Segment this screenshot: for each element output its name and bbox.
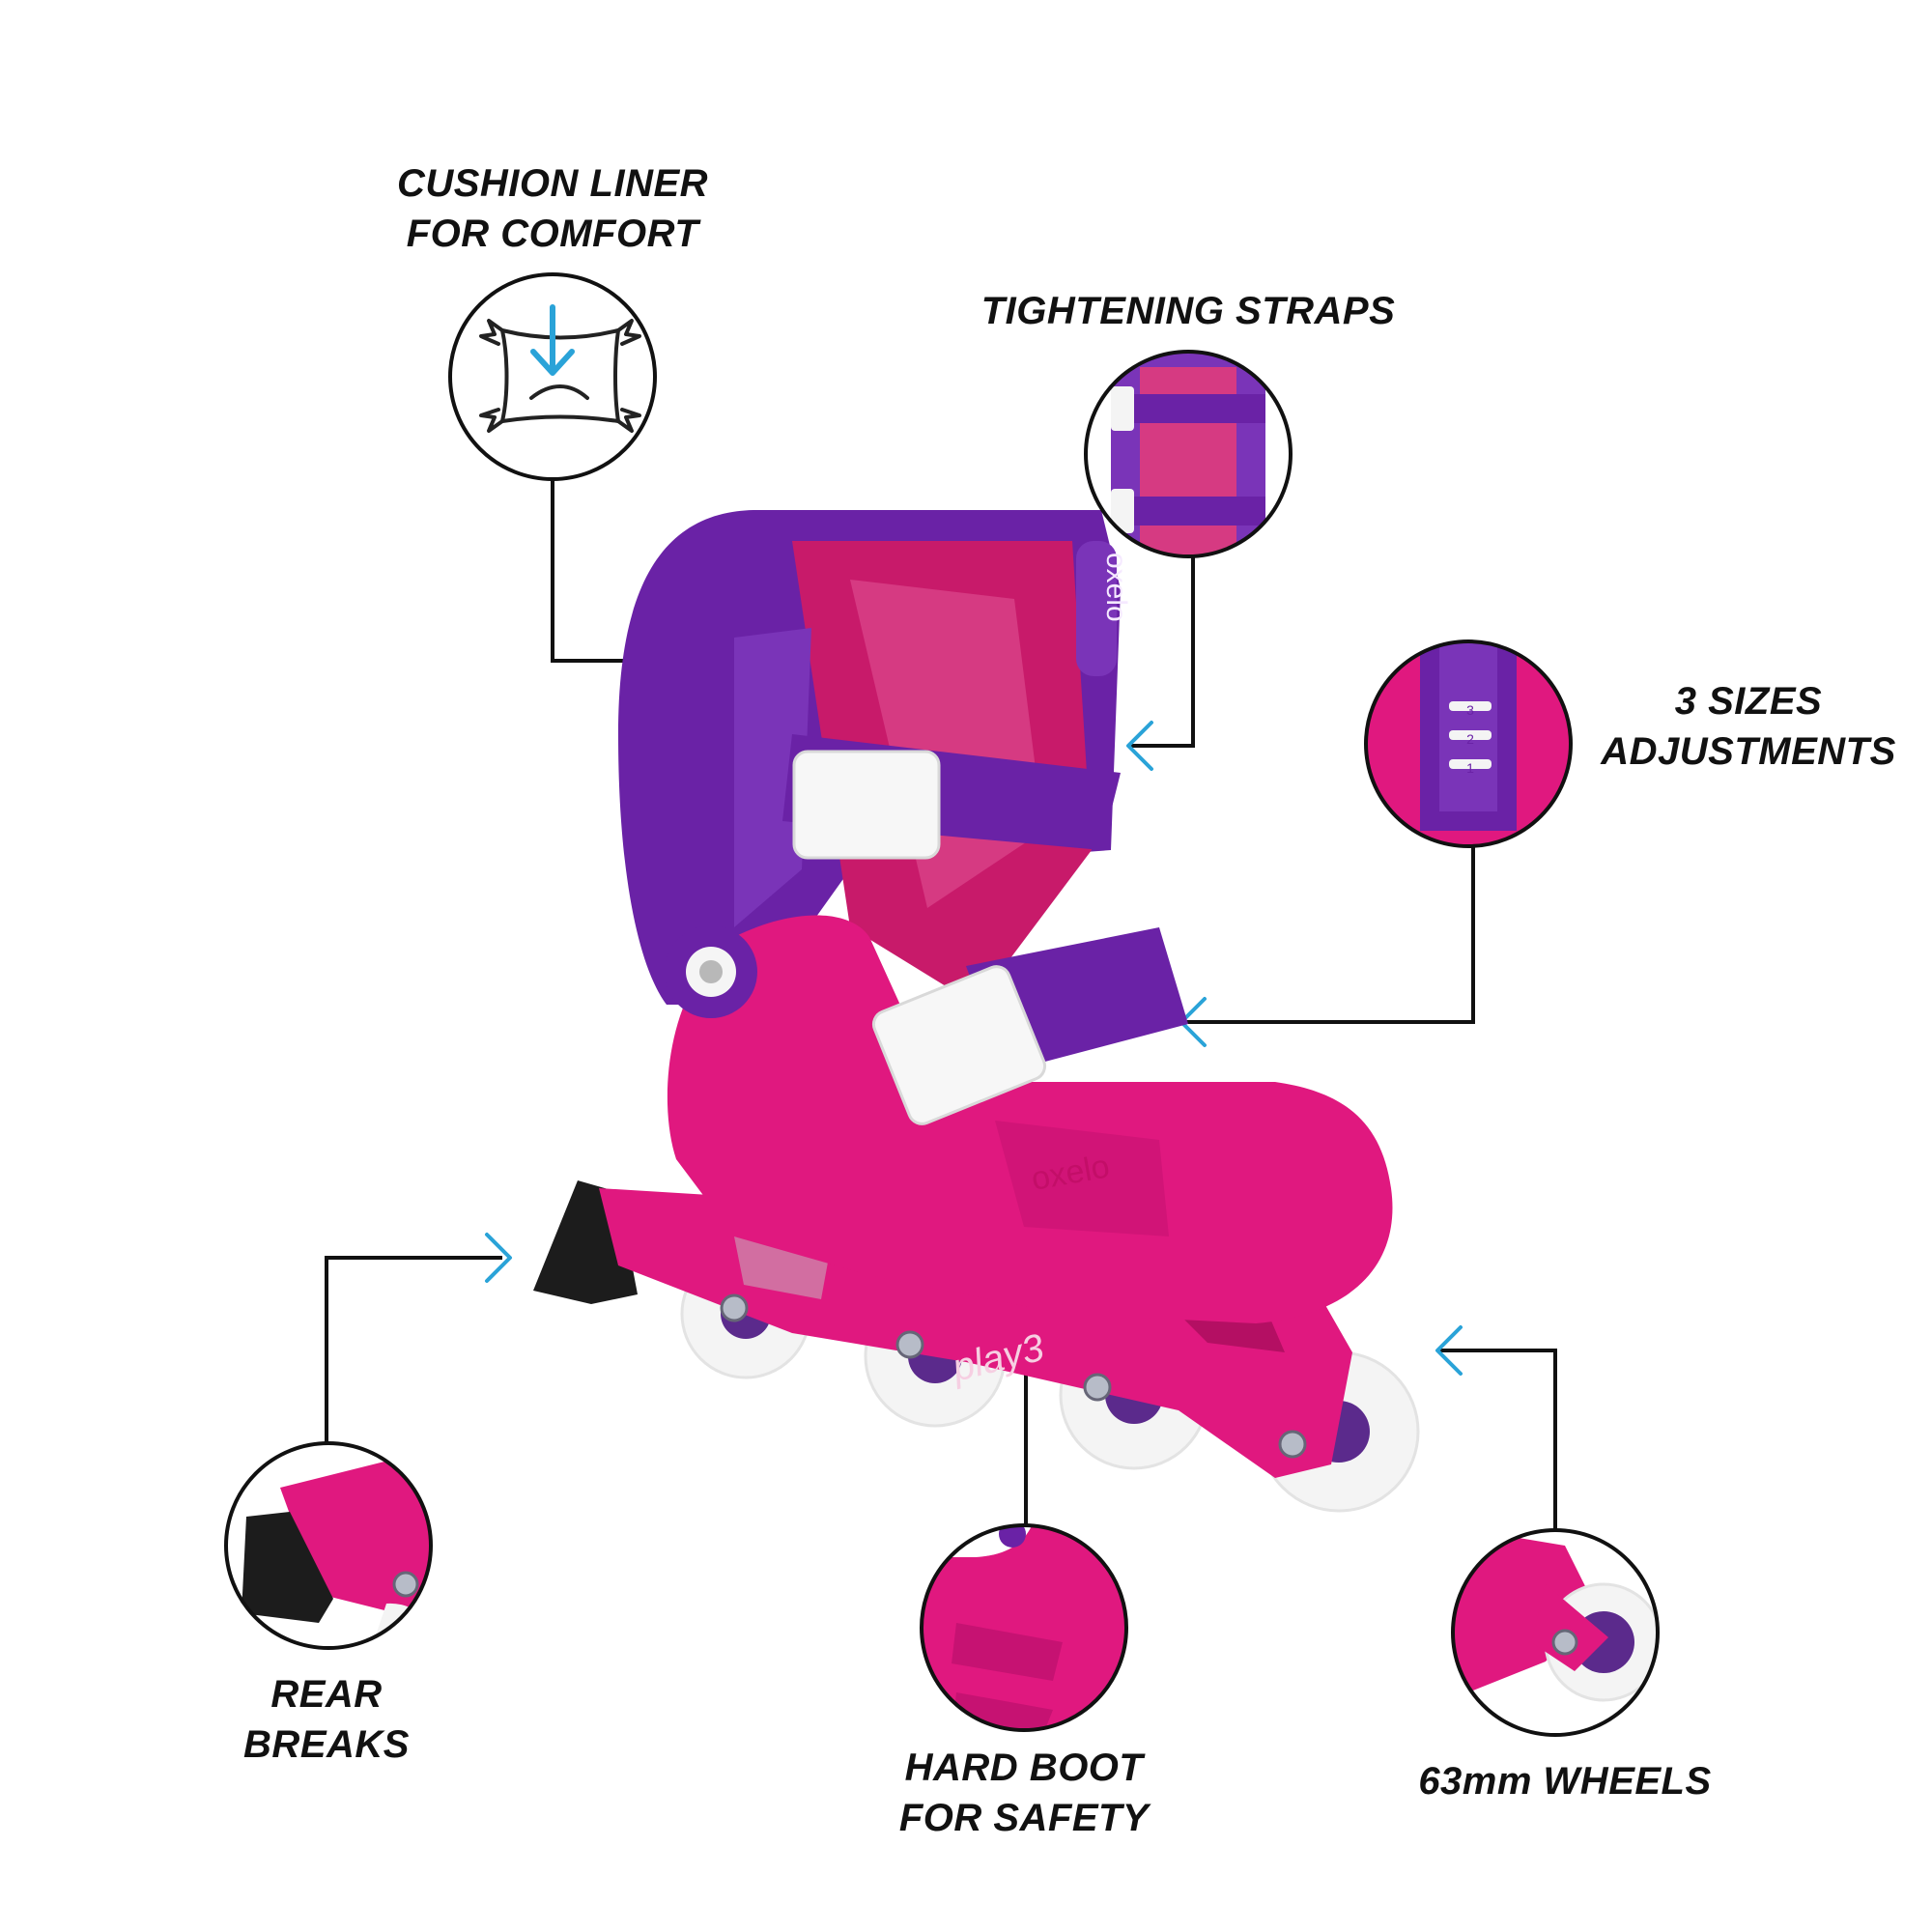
rear-brakes-label: REAR BREAKS (191, 1669, 462, 1770)
cuff-brand-text: oxelo (1100, 553, 1132, 622)
sizes-label-line1: 3 SIZES (1674, 680, 1823, 723)
cushion-liner-label: CUSHION LINER FOR COMFORT (359, 158, 746, 259)
sizes-label-line2: ADJUSTMENTS (1601, 730, 1896, 773)
cushion-icon-circle (448, 272, 657, 481)
hard-boot-label: HARD BOOT FOR SAFETY (850, 1743, 1198, 1843)
sizes-detail-circle: 3 2 1 (1364, 639, 1573, 848)
boot-label-line2: FOR SAFETY (898, 1797, 1150, 1839)
brakes-arrow (485, 1233, 512, 1283)
size-mark: 2 (1466, 731, 1474, 747)
brakes-label-line2: BREAKS (243, 1723, 410, 1766)
wheels-label: 63mm WHEELS (1381, 1756, 1748, 1806)
press-down-icon (530, 304, 575, 376)
straps-detail-circle (1084, 350, 1293, 558)
frame-bolts (720, 1293, 1307, 1459)
hard-shell (667, 915, 1393, 1323)
tightening-straps-label: TIGHTENING STRAPS (947, 286, 1430, 336)
inline-skate: play3 oxelo ox (533, 510, 1420, 1513)
size-adjustments-label: 3 SIZES ADJUSTMENTS (1584, 676, 1913, 777)
straps-label-line1: TIGHTENING STRAPS (980, 290, 1396, 332)
cushion-label-line1: CUSHION LINER (396, 162, 709, 205)
wheels-label-line1: 63mm WHEELS (1418, 1760, 1712, 1803)
straps-arrow (1126, 721, 1153, 771)
brakes-detail-circle (224, 1441, 433, 1650)
brakes-connector (325, 1256, 502, 1443)
buckles (792, 750, 1047, 1125)
pillow-icon (479, 319, 641, 433)
straps-connector (1130, 556, 1195, 748)
boot-label-line1: HARD BOOT (904, 1747, 1144, 1789)
cuff-brand-tag (1076, 541, 1117, 676)
wheels-connector (1439, 1349, 1557, 1530)
cushion-label-line2: FOR COMFORT (406, 213, 699, 255)
size-mark: 3 (1466, 702, 1474, 718)
brakes-label-line1: REAR (270, 1673, 383, 1716)
sizes-connector (1183, 846, 1475, 1024)
wheels-arrow (1435, 1325, 1463, 1376)
wheels-detail-circle (1451, 1528, 1660, 1737)
size-mark: 1 (1466, 760, 1474, 776)
boot-detail-circle (920, 1523, 1128, 1732)
